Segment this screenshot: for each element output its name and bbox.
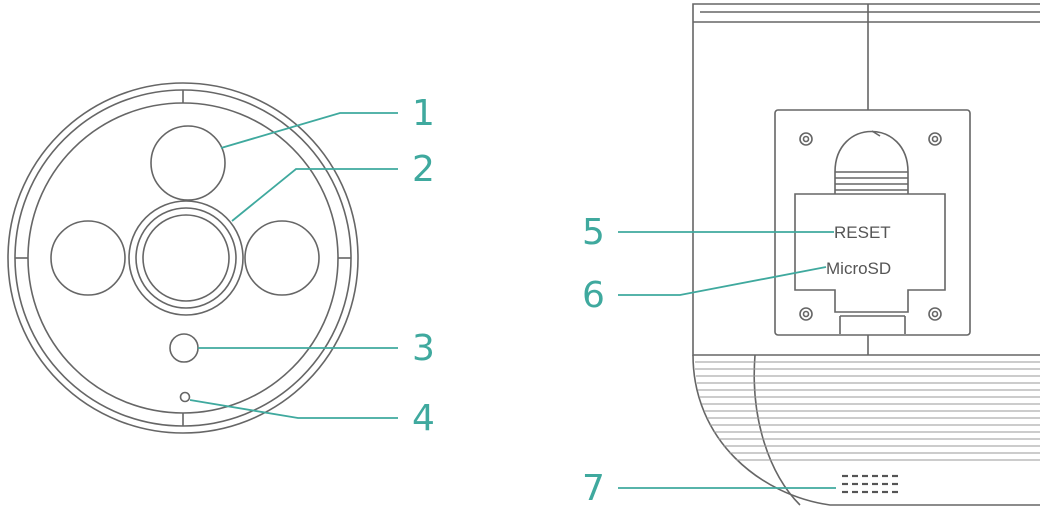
screw-icon [928,132,942,146]
front-view [7,82,359,434]
callout-number-2: 2 [412,149,435,190]
microphone-hole [179,391,191,403]
callout-line-2 [231,168,398,222]
cover-neck-ribs [834,171,909,194]
callout-line-6 [618,266,827,296]
light-sensor [169,333,199,363]
callout-line-4 [189,399,398,419]
bottom-dome-outline [692,354,1040,506]
camera-lens-inner [142,214,230,302]
front-face-plate [27,102,339,414]
back-view [692,3,1040,506]
front-outer-ring-inner [14,89,352,427]
infrared-led-right [244,220,320,296]
screw-icon [802,135,810,143]
speaker-grille [842,474,898,494]
back-callout-lines [618,231,836,489]
screw-icon [802,310,810,318]
screw-icon [931,310,939,318]
cover-dome-highlight [871,130,881,137]
bottom-dome-ribs [695,361,1040,461]
callout-number-1: 1 [412,93,435,134]
cover-flap [794,193,946,313]
mount-screws [799,132,942,321]
callout-line-1 [220,112,398,149]
infrared-led-left [50,220,126,296]
back-top-cap [692,3,1040,23]
microsd-label: MicroSD [826,259,891,278]
back-body-outline [692,22,1040,356]
front-callout-lines [189,112,398,419]
callout-number-5: 5 [582,212,605,253]
screw-icon [799,307,813,321]
callout-number-3: 3 [412,328,435,369]
reset-label: RESET [834,223,891,242]
front-outer-ring [7,82,359,434]
cover-dome [834,130,909,173]
mount-plate [774,109,971,336]
screw-icon [799,132,813,146]
cover-tab [839,316,906,334]
callout-number-6: 6 [582,275,605,316]
screw-icon [931,135,939,143]
camera-lens-middle [135,207,237,309]
camera-lens-outer [128,200,244,316]
bottom-dome-seam [753,354,801,506]
infrared-led-top [150,125,226,201]
screw-icon [928,307,942,321]
callout-number-4: 4 [412,398,435,439]
callout-number-7: 7 [582,468,605,509]
